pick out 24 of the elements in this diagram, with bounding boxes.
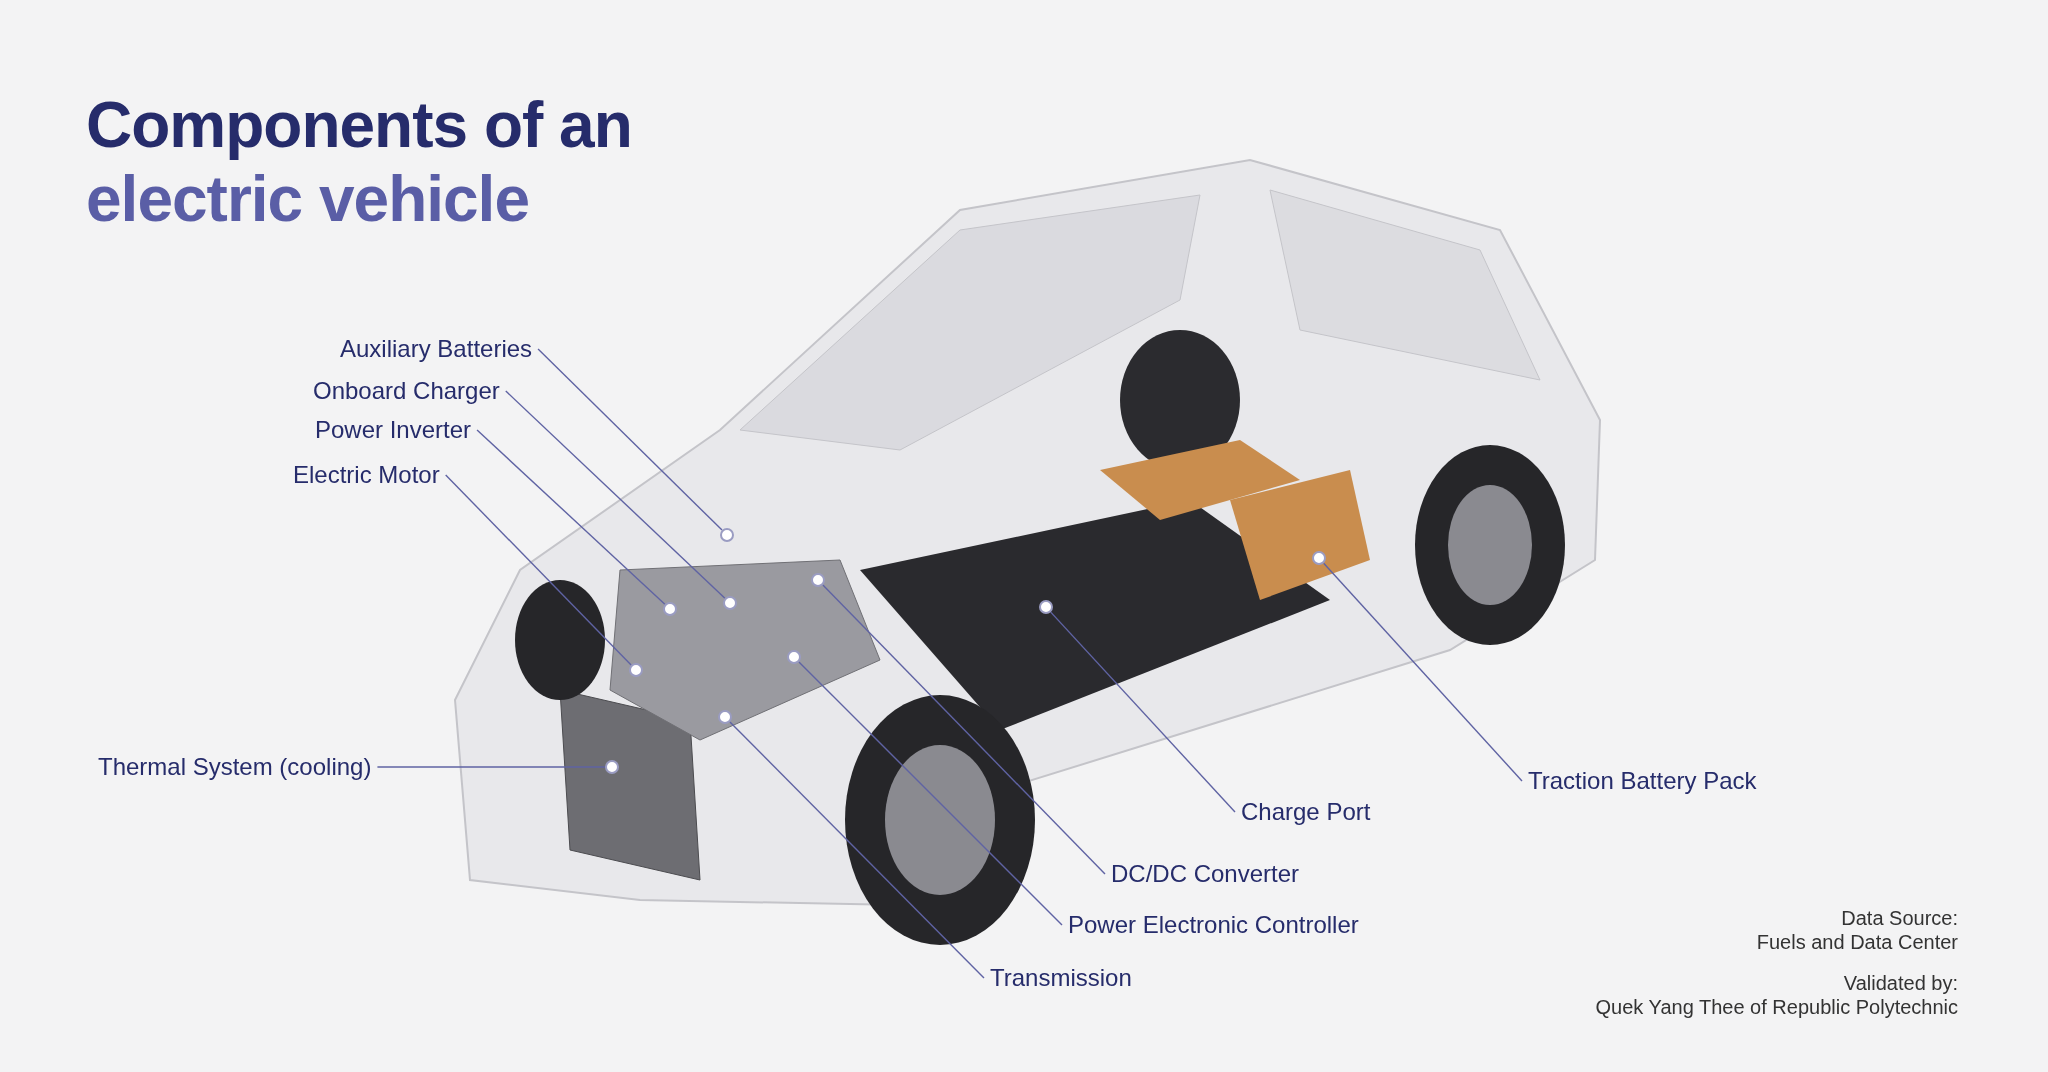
- component-label: DC/DC Converter: [1111, 859, 1300, 889]
- source-note: Data Source:: [1841, 906, 1958, 930]
- component-label: Electric Motor: [293, 460, 440, 490]
- leader-line: [798, 661, 1063, 926]
- leader-line: [1050, 611, 1236, 813]
- component-label: Power Inverter: [315, 415, 472, 445]
- leader-line: [729, 721, 985, 979]
- component-label: Power Electronic Controller: [1068, 910, 1359, 940]
- leader-line: [376, 766, 606, 768]
- component-label: Onboard Charger: [313, 376, 500, 406]
- leader-line: [476, 429, 666, 605]
- source-note: Fuels and Data Center: [1756, 930, 1958, 954]
- component-label: Traction Battery Pack: [1528, 766, 1757, 796]
- component-label: Transmission: [990, 963, 1132, 993]
- leader-line: [537, 348, 723, 531]
- title: Components of an electric vehicle: [86, 88, 633, 236]
- source-note: Quek Yang Thee of Republic Polytechnic: [1595, 995, 1958, 1019]
- leader-line: [1323, 562, 1523, 782]
- component-label: Auxiliary Batteries: [340, 334, 533, 364]
- leader-line: [505, 390, 726, 599]
- source-note: Validated by:: [1843, 971, 1958, 995]
- leader-line: [822, 584, 1106, 875]
- component-label: Charge Port: [1241, 797, 1371, 827]
- component-label: Thermal System (cooling): [98, 752, 372, 782]
